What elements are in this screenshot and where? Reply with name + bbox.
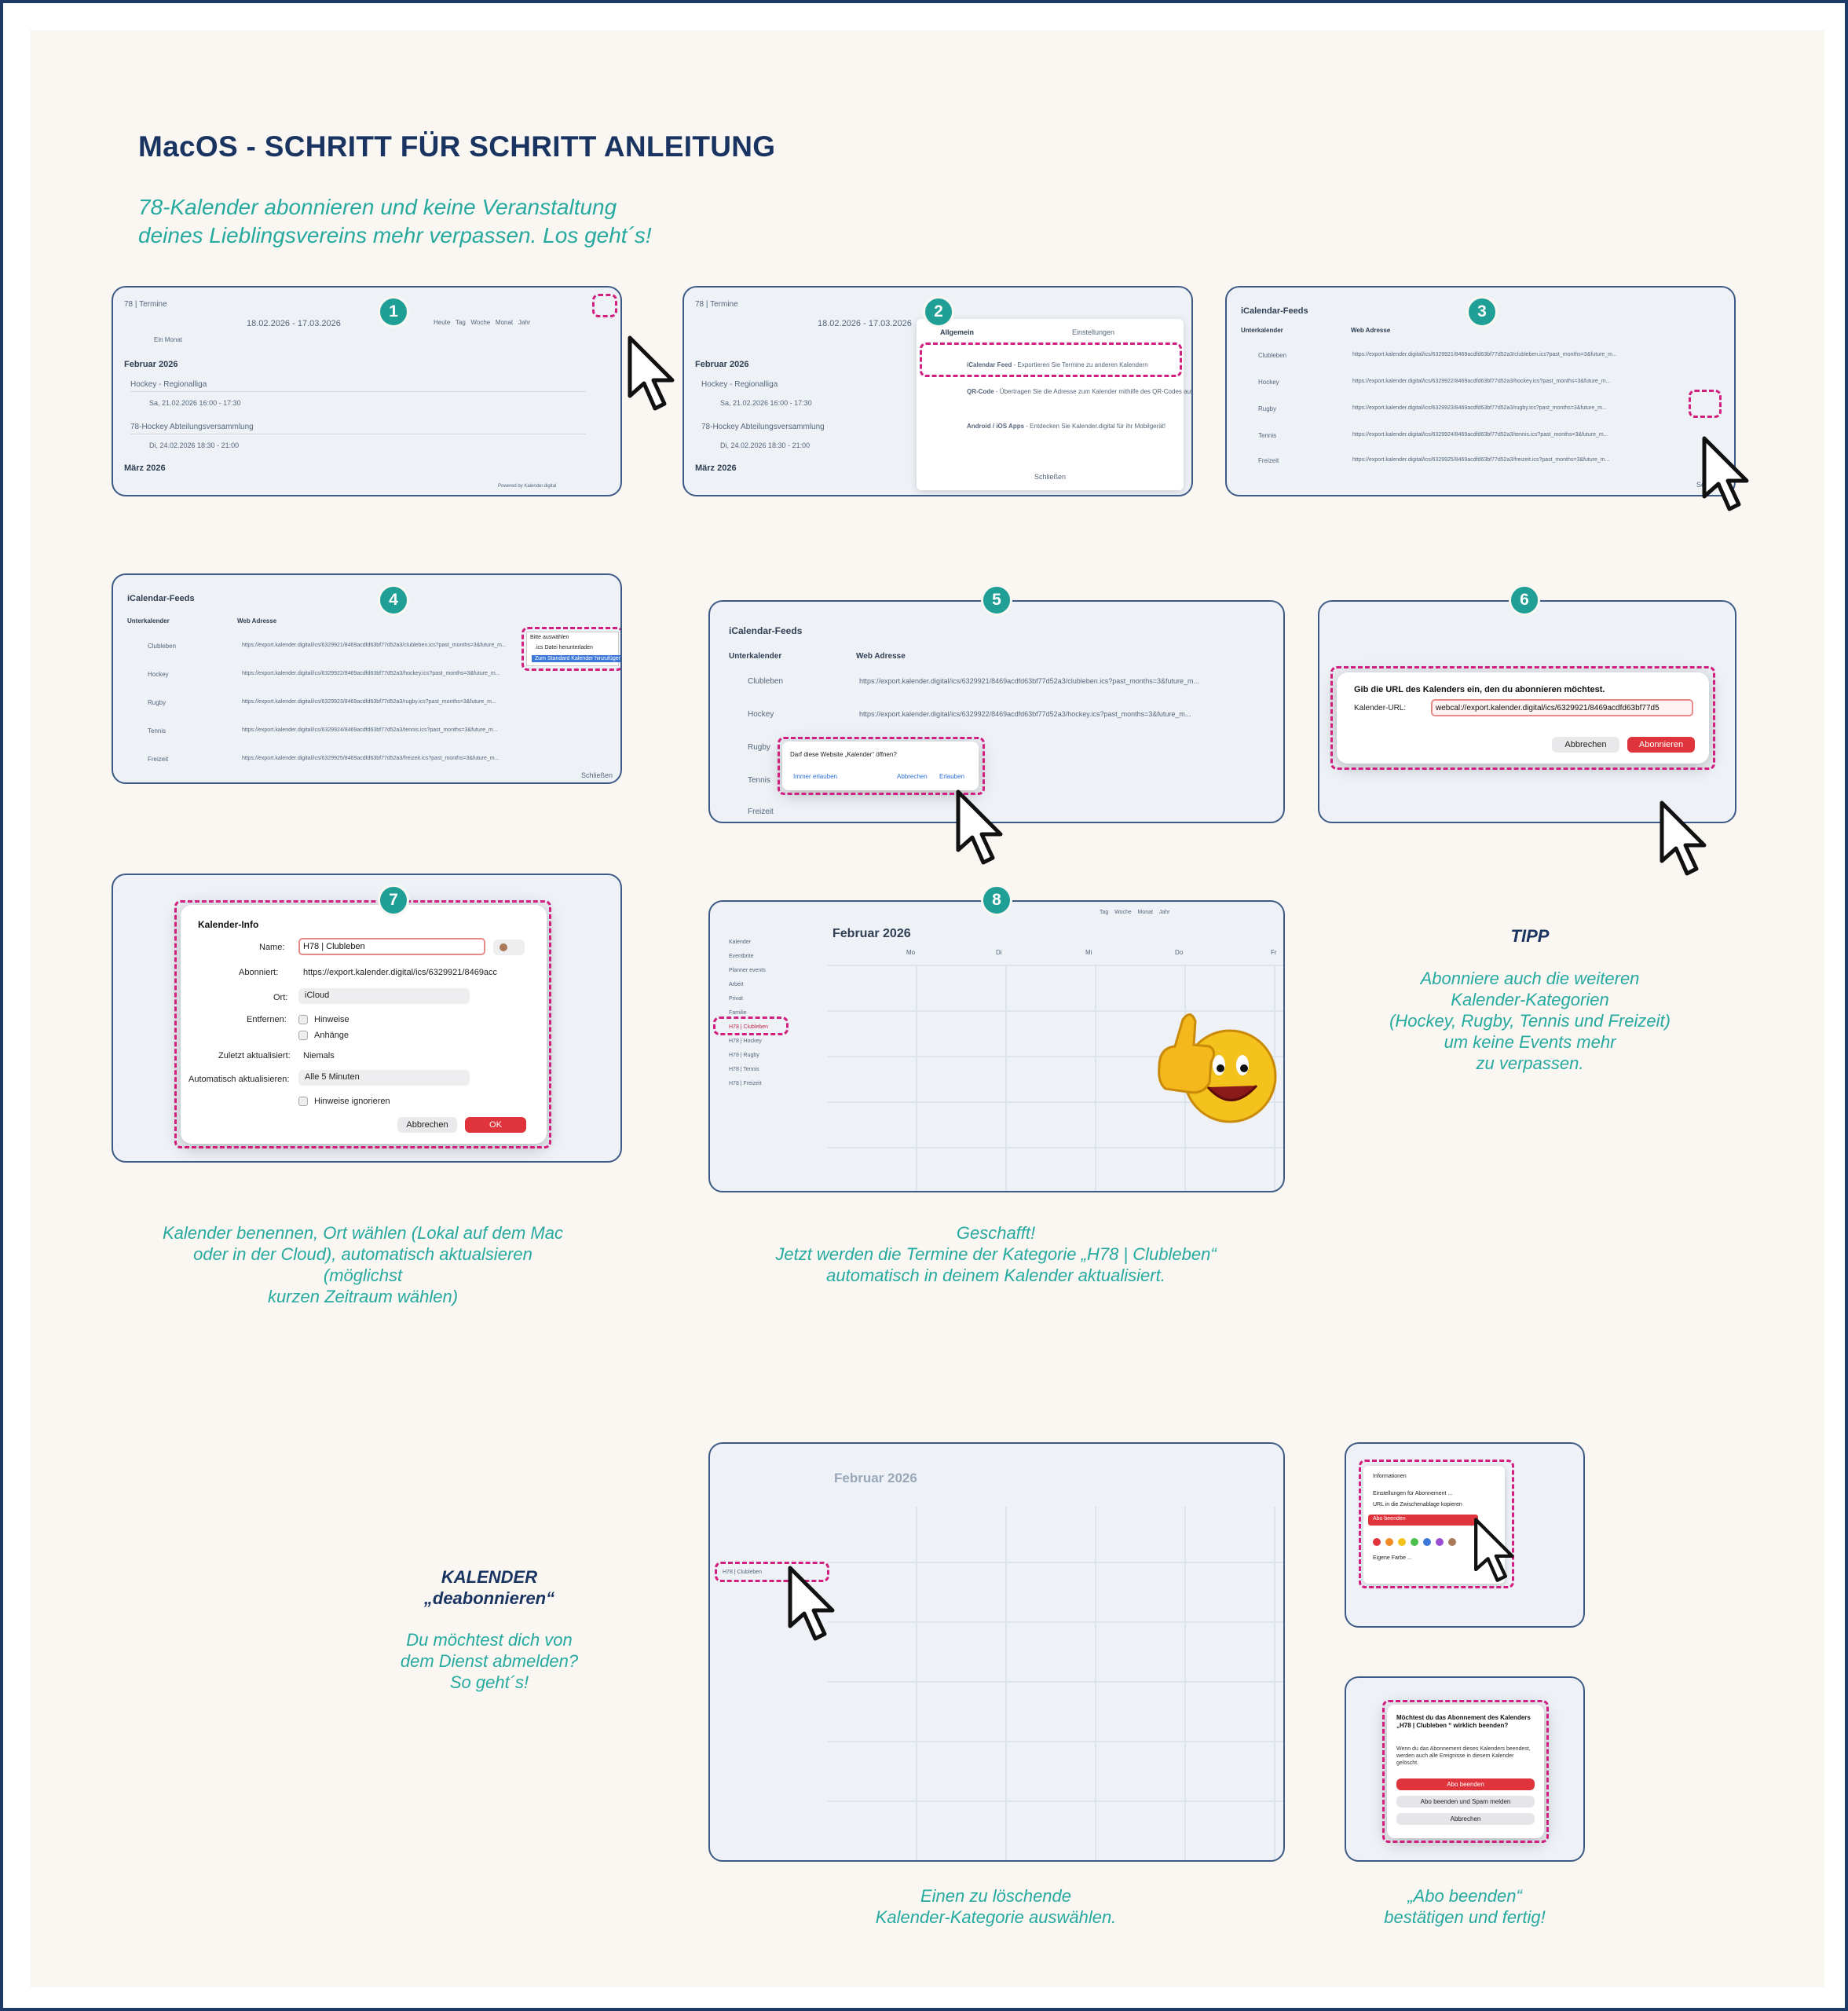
cursor-icon [1702, 436, 1749, 511]
end-subscription-item[interactable]: Abo beenden [1368, 1515, 1478, 1526]
step6-screenshot: Gib die URL des Kalenders ein, den du ab… [1318, 600, 1736, 823]
event-time: Sa, 21.02.2026 16:00 - 17:30 [149, 399, 241, 407]
step7-screenshot: Kalender-Info Name: H78 | Clubleben Abon… [112, 874, 622, 1163]
step-badge: 3 [1466, 296, 1498, 328]
tip-text: Abonniere auch die weiteren Kalender-Kat… [1389, 969, 1671, 1073]
month-label: März 2026 [124, 463, 166, 473]
caption-step8: Geschafft! Jetzt werden die Termine der … [775, 1223, 1217, 1285]
url-field[interactable]: webcal://export.kalender.digital/ics/632… [1431, 699, 1693, 716]
caption-step7: Kalender benennen, Ort wählen (Lokal auf… [163, 1223, 563, 1306]
view-switcher: Heute Tag Woche Monat Jahr [434, 319, 531, 326]
confirm-dialog: Möchtest du das Abonnement des Kalenders… [1387, 1705, 1544, 1838]
cursor-icon [628, 335, 675, 411]
row-menu-highlight[interactable] [1689, 390, 1722, 418]
cancel-button[interactable]: Abbrechen [397, 1117, 457, 1133]
ok-button[interactable]: OK [465, 1117, 526, 1133]
name-field[interactable]: H78 | Clubleben [298, 938, 485, 955]
step4-screenshot: iCalendar-Feeds Unterkalender Web Adress… [112, 573, 622, 784]
step-badge: 5 [981, 584, 1012, 616]
tip-heading: TIPP [1510, 926, 1550, 946]
step-badge: 8 [981, 885, 1012, 916]
close-button[interactable]: Schließen [1034, 473, 1067, 481]
cursor-icon [1474, 1518, 1514, 1582]
date-range: 18.02.2026 - 17.03.2026 [247, 319, 341, 328]
end-and-report-button[interactable]: Abo beenden und Spam melden [1396, 1796, 1535, 1808]
checkbox[interactable] [298, 1015, 308, 1024]
open-app-dialog: Darf diese Website „Kalender“ öffnen? Im… [782, 742, 979, 790]
step-badge: 4 [378, 584, 409, 616]
cursor-icon [956, 789, 1003, 865]
export-dropdown[interactable]: Bitte auswählen .ics Datei herunterladen… [526, 632, 620, 666]
step1-screenshot: 78 | Termine 18.02.2026 - 17.03.2026 Heu… [112, 286, 622, 496]
caption-confirm: „Abo beenden“ bestätigen und fertig! [1384, 1886, 1546, 1927]
unsubscribe-confirm-screenshot: Möchtest du das Abonnement des Kalenders… [1345, 1676, 1585, 1862]
cursor-icon [1660, 800, 1707, 876]
sidebar-item-clubleben[interactable]: H78 | Clubleben [729, 1024, 769, 1030]
cancel-button[interactable]: Abbrechen [1552, 737, 1619, 753]
filter-select[interactable]: Ein Monat [154, 336, 183, 343]
checkbox[interactable] [298, 1031, 308, 1040]
step-badge: 2 [923, 296, 954, 328]
event-time: Di, 24.02.2026 18:30 - 21:00 [149, 441, 240, 449]
view-switcher: Tag Woche Monat Jahr [1100, 910, 1170, 915]
step-badge: 6 [1509, 584, 1540, 616]
location-select[interactable]: iCloud [298, 988, 470, 1004]
dropdown-menu: Allgemein Einstellungen iCalendar Feed -… [917, 319, 1191, 490]
month-title: Februar 2026 [833, 927, 911, 940]
calendar-info-dialog: Kalender-Info Name: H78 | Clubleben Abon… [181, 905, 547, 1144]
subscribe-button[interactable]: Abonnieren [1627, 737, 1695, 753]
unsubscribe-text: Du möchtest dich von dem Dienst abmelden… [400, 1630, 579, 1692]
color-picker[interactable] [493, 940, 525, 955]
checkbox[interactable] [298, 1097, 308, 1106]
cursor-icon [788, 1566, 835, 1641]
thumbs-up-smiley-icon [1158, 1013, 1277, 1123]
sheet: MacOS - SCHRITT FÜR SCHRITT ANLEITUNG 78… [30, 30, 1824, 1987]
page-subtitle: 78-Kalender abonnieren und keine Veranst… [138, 195, 652, 247]
month-label: Februar 2026 [124, 360, 178, 369]
refresh-select[interactable]: Alle 5 Minuten [298, 1070, 470, 1086]
event-title[interactable]: Hockey - Regionalliga [130, 380, 207, 389]
app-title: 78 | Termine [124, 300, 167, 309]
menu-item-apps[interactable]: Android / iOS Apps - Entdecken Sie Kalen… [967, 423, 1166, 430]
subscribe-dialog: Gib die URL des Kalenders ein, den du ab… [1337, 672, 1709, 764]
step-badge: 7 [378, 885, 409, 916]
end-subscription-button[interactable]: Abo beenden [1396, 1778, 1535, 1790]
menu-button-highlight[interactable] [592, 294, 617, 317]
menu-item-icalendar[interactable]: iCalendar Feed - Exportieren Sie Termine… [967, 361, 1148, 368]
menu-item-qr[interactable]: QR-Code - Übertragen Sie die Adresse zum… [967, 388, 1193, 395]
unsubscribe-select-screenshot: Februar 2026 H78 | Clubleben [708, 1442, 1285, 1862]
icalendar-highlight [920, 342, 1182, 377]
unsubscribe-menu-screenshot: Informationen Einstellungen für Abonneme… [1345, 1442, 1585, 1628]
step-badge: 1 [378, 296, 409, 328]
sidebar-item-clubleben[interactable]: H78 | Clubleben [723, 1570, 763, 1575]
event-title[interactable]: 78-Hockey Abteilungsversammlung [130, 423, 254, 431]
cancel-button[interactable]: Abbrechen [1396, 1813, 1535, 1825]
calendar-grid [828, 1507, 1283, 1860]
page-title: MacOS - SCHRITT FÜR SCHRITT ANLEITUNG [138, 130, 776, 163]
caption-select-calendar: Einen zu löschende Kalender-Kategorie au… [875, 1886, 1117, 1927]
unsubscribe-heading: KALENDER „deabonnieren“ [423, 1567, 555, 1608]
